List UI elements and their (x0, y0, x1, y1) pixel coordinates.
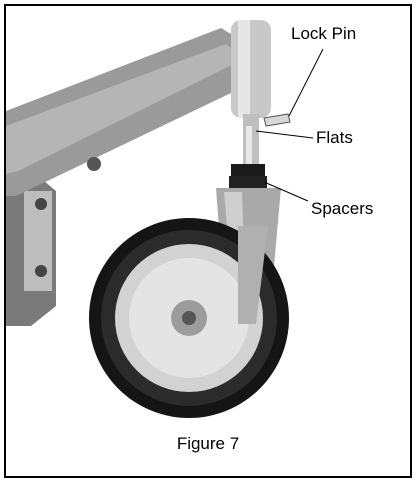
spacers-leader (263, 181, 309, 202)
bolt (35, 198, 47, 210)
lock-pin-leader (288, 48, 324, 117)
pivot-socket (231, 20, 271, 118)
lock-pin (263, 113, 291, 127)
axle (182, 311, 196, 325)
bolt (35, 265, 47, 277)
spacers-label: Spacers (311, 199, 374, 218)
figure-frame: Lock Pin Flats Spacers Figure 7 (4, 4, 412, 478)
arm-bolt (87, 157, 101, 171)
flats-leader (255, 130, 314, 139)
lock-pin-label: Lock Pin (291, 24, 357, 43)
caster-wheel-photo (6, 20, 324, 418)
spacer (229, 176, 267, 188)
flats-label: Flats (316, 128, 353, 147)
support-arm-highlight (6, 44, 246, 174)
figure-caption: Figure 7 (176, 434, 240, 453)
socket-highlight (238, 20, 250, 118)
fork-leg (238, 226, 268, 324)
spacer (231, 164, 265, 176)
shaft-flats (246, 126, 252, 166)
